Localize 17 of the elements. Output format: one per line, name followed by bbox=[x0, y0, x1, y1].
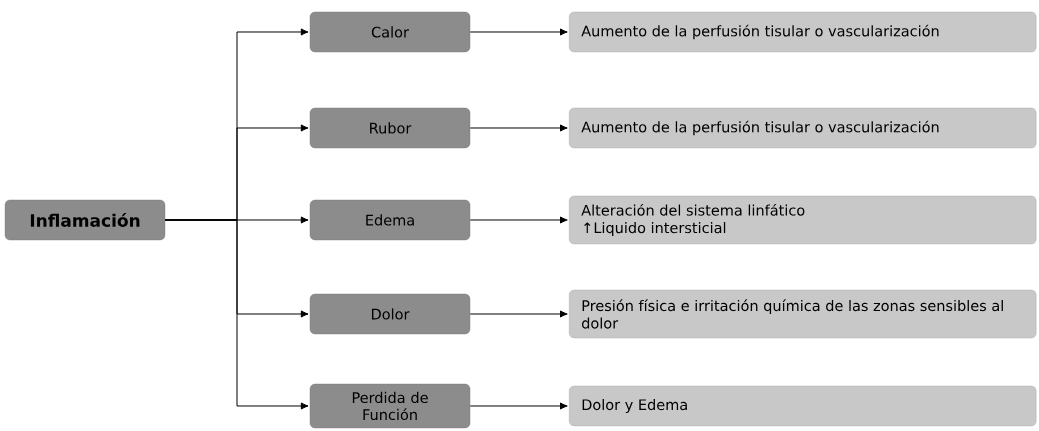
category-box: Dolor bbox=[309, 293, 471, 335]
root-box: Inflamación bbox=[4, 199, 166, 241]
description-box: Presión física e irritación química de las zonas sensibles al dolor bbox=[569, 289, 1037, 339]
arrow bbox=[469, 310, 568, 318]
description-box: Dolor y Edema bbox=[569, 385, 1037, 427]
description-box: Aumento de la perfusión tisular o vascularización bbox=[569, 11, 1037, 53]
arrow bbox=[469, 124, 568, 132]
arrow bbox=[469, 28, 568, 36]
category-box: Perdida de Función bbox=[309, 383, 471, 429]
description-box: Aumento de la perfusión tisular o vascularización bbox=[569, 107, 1037, 149]
category-box: Rubor bbox=[309, 107, 471, 149]
category-box: Calor bbox=[309, 11, 471, 53]
arrow bbox=[469, 216, 568, 224]
category-box: Edema bbox=[309, 199, 471, 241]
arrow bbox=[164, 219, 309, 410]
description-box: Alteración del sistema linfático ↑Liquido intersticial bbox=[569, 195, 1037, 245]
arrow bbox=[469, 402, 568, 410]
